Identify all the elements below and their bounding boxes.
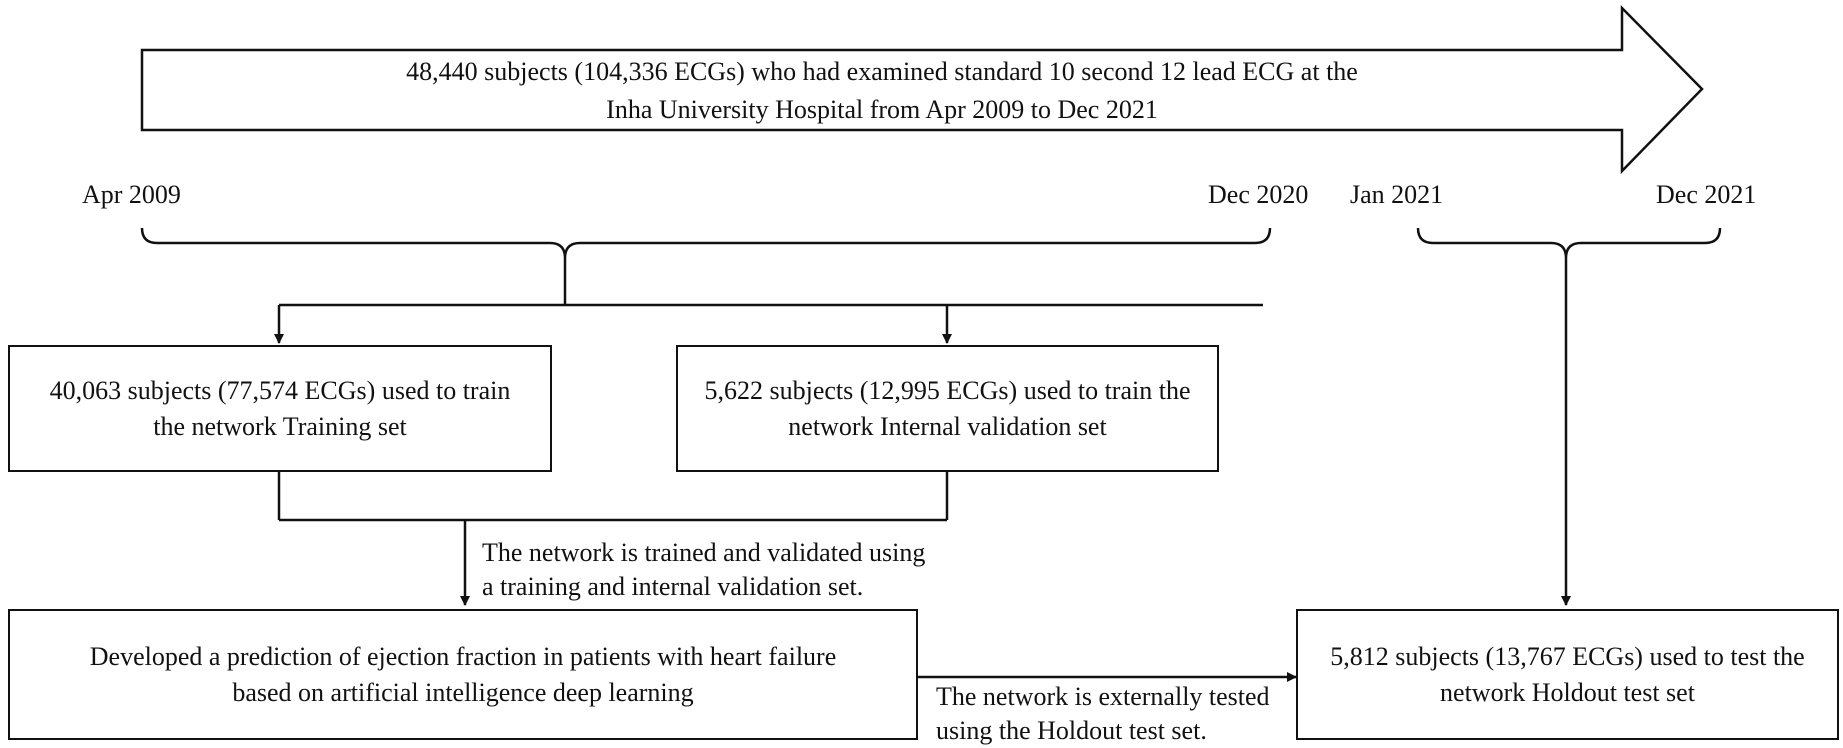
development-box: Developed a prediction of ejection fract… — [8, 609, 918, 740]
holdout-test-box: 5,812 subjects (13,767 ECGs) used to tes… — [1296, 609, 1839, 740]
development-period-bracket — [140, 227, 1272, 259]
training-set-text: 40,063 subjects (77,574 ECGs) used to tr… — [49, 375, 511, 441]
training-set-box: 40,063 subjects (77,574 ECGs) used to tr… — [8, 345, 552, 472]
header-arrow-text: 48,440 subjects (104,336 ECGs) who had e… — [406, 57, 1358, 124]
timeline-holdout-start-label: Jan 2021 — [1350, 180, 1444, 209]
development-text: Developed a prediction of ejection fract… — [89, 641, 837, 707]
holdout-period-bracket — [1416, 227, 1722, 259]
timeline-dev-end-label: Dec 2020 — [1208, 180, 1309, 209]
timeline-end-label: Dec 2021 — [1656, 180, 1757, 209]
timeline-arrow-shape — [140, 4, 1704, 175]
validation-set-text: 5,622 subjects (12,995 ECGs) used to tra… — [704, 375, 1191, 441]
holdout-test-text: 5,812 subjects (13,767 ECGs) used to tes… — [1330, 641, 1805, 707]
external-test-note: The network is externally tested using t… — [936, 682, 1270, 745]
validation-set-box: 5,622 subjects (12,995 ECGs) used to tra… — [676, 345, 1219, 472]
timeline-start-label: Apr 2009 — [82, 180, 181, 209]
train-validate-note: The network is trained and validated usi… — [482, 538, 926, 601]
